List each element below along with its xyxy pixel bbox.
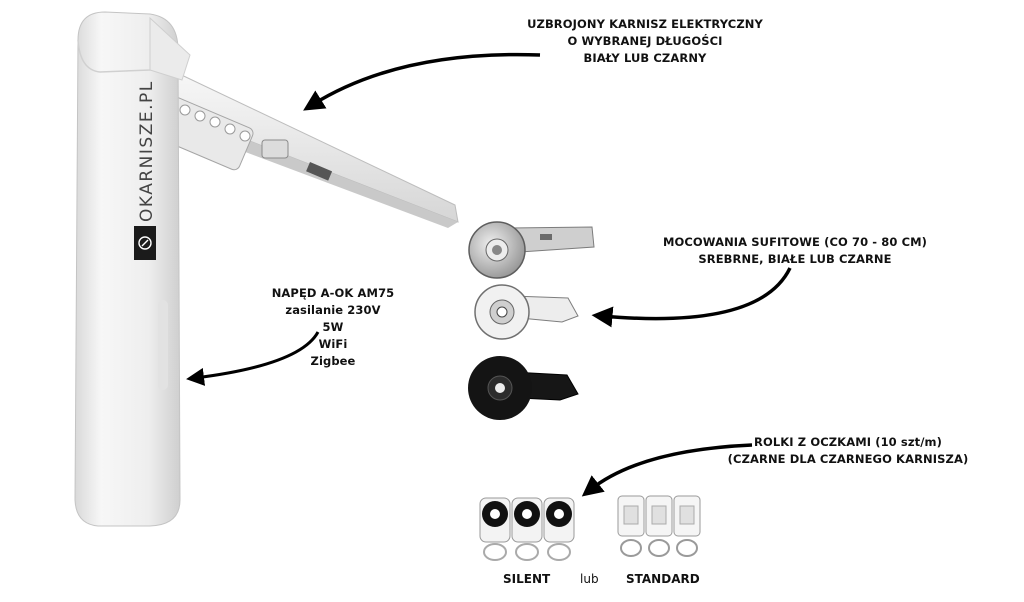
callout-motor-line: 5W [322, 320, 344, 334]
callout-motor-line: NAPĘD A-OK AM75 [271, 286, 395, 300]
callout-rail-line: UZBROJONY KARNISZ ELEKTRYCZNY [527, 17, 763, 31]
roller-label-silent: SILENT [503, 572, 551, 586]
roller-standard [645, 495, 673, 557]
arrow-to-rollers [581, 443, 753, 497]
motor-unit: OKARNISZE.PL [74, 11, 191, 527]
callout-rail: UZBROJONY KARNISZ ELEKTRYCZNY O WYBRANEJ… [515, 16, 775, 67]
callout-motor-line: WiFi [318, 337, 348, 351]
roller-label-standard: STANDARD [626, 572, 700, 586]
brand-logo: OKARNISZE.PL [134, 80, 157, 260]
curtain-rail [149, 59, 459, 228]
roller-label-or: lub [580, 572, 599, 586]
callout-rollers-line: ROLKI Z OCZKAMI (10 szt/m) [754, 435, 942, 449]
arrow-to-rail [303, 52, 541, 111]
roller-silent [543, 497, 575, 561]
rollers-standard [617, 495, 701, 557]
callout-rail-line: O WYBRANEJ DŁUGOŚCI [567, 34, 723, 48]
callout-brackets-line: SREBRNE, BIAŁE LUB CZARNE [698, 252, 892, 266]
callout-motor: NAPĘD A-OK AM75 zasilanie 230V 5W WiFi Z… [268, 285, 398, 370]
rail-carriages [155, 96, 333, 181]
callout-rollers: ROLKI Z OCZKAMI (10 szt/m) (CZARNE DLA C… [718, 434, 978, 468]
roller-standard [673, 495, 701, 557]
rollers-silent [479, 497, 575, 561]
roller-standard [617, 495, 645, 557]
bracket-white [474, 284, 579, 340]
roller-silent [511, 497, 543, 561]
bracket-silver [468, 221, 595, 279]
callout-rail-line: BIAŁY LUB CZARNY [583, 51, 707, 65]
roller-silent [479, 497, 511, 561]
bracket-black [468, 356, 579, 420]
svg-text:OKARNISZE.PL: OKARNISZE.PL [137, 80, 157, 222]
arrow-to-brackets [591, 267, 792, 328]
arrow-to-motor [186, 331, 320, 386]
callout-motor-line: zasilanie 230V [285, 303, 381, 317]
callout-brackets-line: MOCOWANIA SUFITOWE (CO 70 - 80 CM) [662, 235, 928, 249]
callout-brackets: MOCOWANIA SUFITOWE (CO 70 - 80 CM) SREBR… [650, 234, 940, 268]
callout-motor-line: Zigbee [310, 354, 356, 368]
callout-rollers-line: (CZARNE DLA CZARNEGO KARNISZA) [727, 452, 969, 466]
